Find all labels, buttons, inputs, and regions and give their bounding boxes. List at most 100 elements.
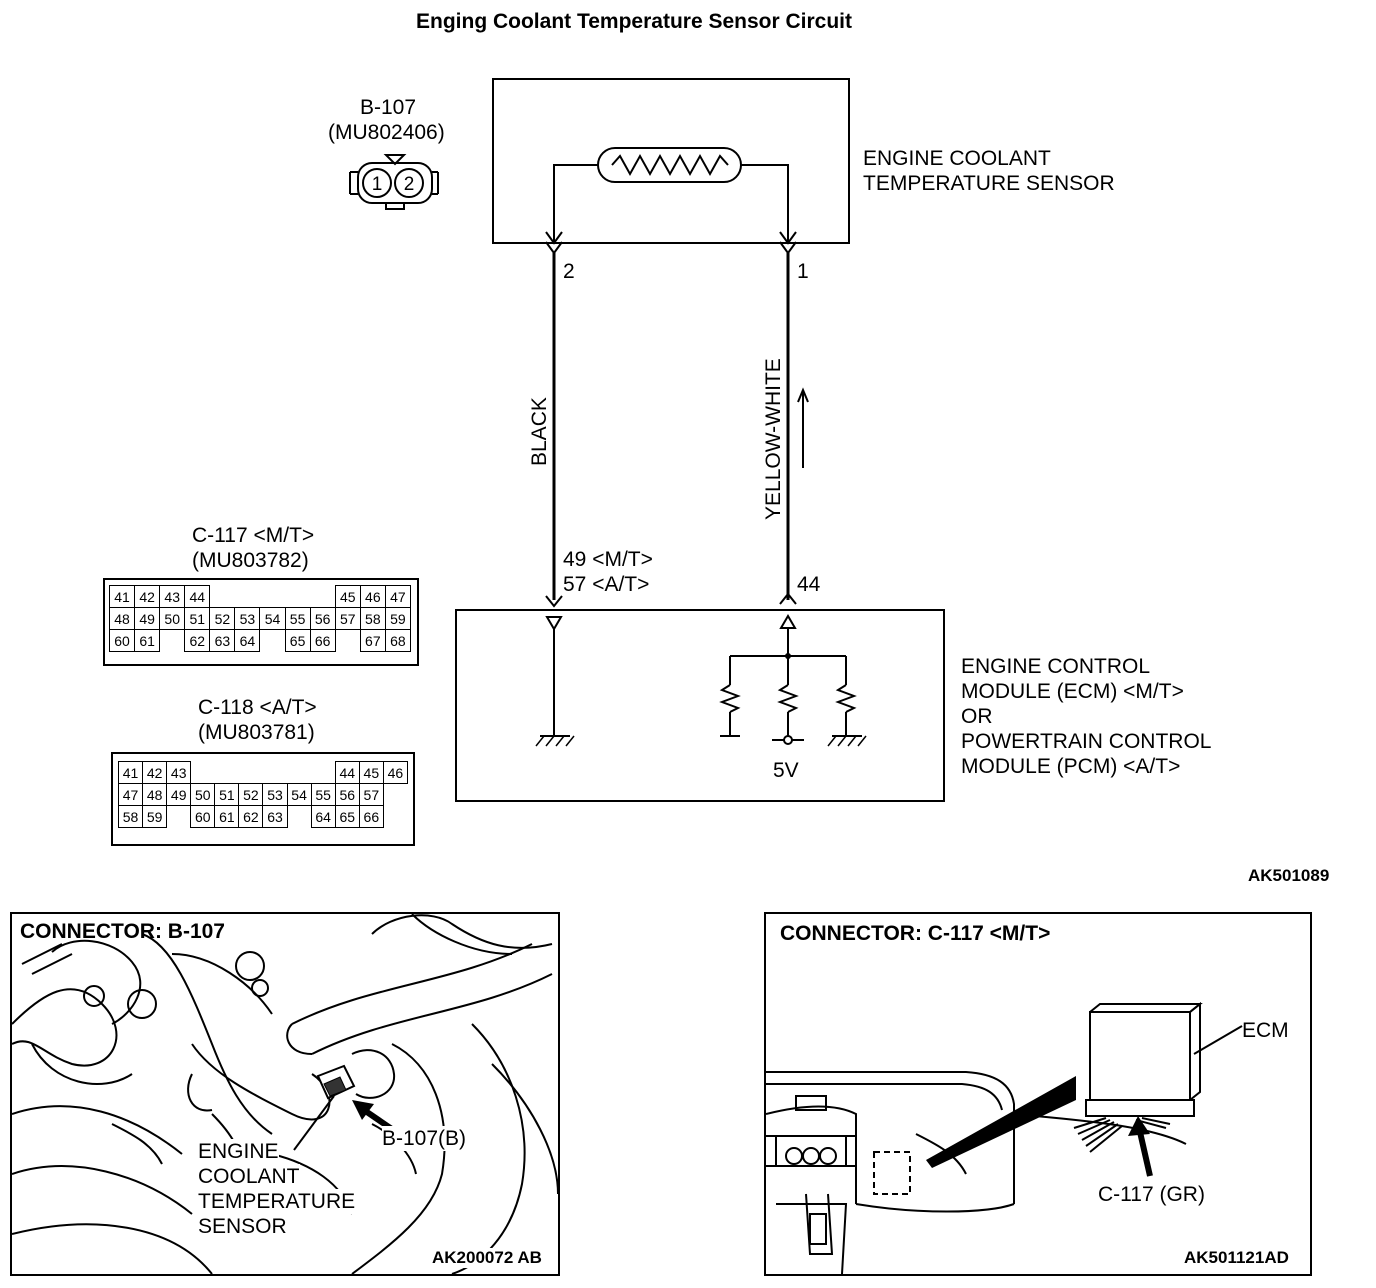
pin-cell: 65 — [284, 629, 311, 652]
pin-cell: 52 — [209, 607, 236, 630]
pin-cell: 45 — [358, 761, 384, 784]
panel-c117-code: AK501121AD — [1184, 1248, 1289, 1267]
sensor-photo-label-line3: TEMPERATURE — [198, 1189, 356, 1214]
c118-part-number: (MU803781) — [198, 721, 315, 744]
pin-cell: 64 — [234, 629, 261, 652]
module-label-line2: MODULE (ECM) <M/T> — [961, 680, 1184, 703]
resistor — [835, 684, 857, 713]
pin-cell: 62 — [184, 629, 211, 652]
pin-cell: 59 — [142, 805, 168, 828]
pin-cell: 65 — [334, 805, 360, 828]
terminal-57-at: 57 <A/T> — [563, 573, 650, 596]
c117-part-number: (MU803782) — [192, 549, 309, 572]
pin-cell: 41 — [108, 585, 136, 608]
pin-cell: 63 — [209, 629, 236, 652]
pin-cell: 62 — [238, 805, 264, 828]
pin-cell-empty — [335, 630, 360, 652]
connector-c117-location-panel: CONNECTOR: C-117 <M/T> ECM C-117 (GR) AK… — [764, 912, 1312, 1276]
pin-cell: 55 — [284, 607, 311, 630]
pin-cell: 44 — [334, 761, 360, 784]
pin-cell: 66 — [358, 805, 384, 828]
pin-number-2: 2 — [563, 260, 575, 283]
pin-cell: 55 — [310, 783, 336, 806]
sensor-photo-label-line1: ENGINE — [198, 1139, 279, 1164]
pin-cell: 45 — [334, 585, 361, 608]
ecm-box — [455, 609, 945, 802]
pin-cell: 53 — [262, 783, 288, 806]
pin-cell: 54 — [286, 783, 312, 806]
pin-cell: 68 — [384, 629, 412, 652]
c117-connector-id: C-117 <M/T> — [192, 524, 315, 547]
pin-cell: 44 — [184, 585, 211, 608]
pin-cell: 47 — [384, 585, 412, 608]
engine-bay-illustration — [12, 914, 558, 1274]
module-label-line4: POWERTRAIN CONTROL — [961, 730, 1212, 753]
pin-cell-empty — [263, 762, 287, 784]
pin1-arrow — [779, 231, 797, 245]
pin-number-1: 1 — [797, 260, 809, 283]
pin-cell: 60 — [108, 629, 136, 652]
sensor-label-line2: TEMPERATURE SENSOR — [863, 172, 1115, 195]
pin-cell: 59 — [384, 607, 412, 630]
module-label-line5: MODULE (PCM) <A/T> — [961, 755, 1181, 778]
pin-cell: 49 — [134, 607, 161, 630]
pin-cell: 61 — [214, 805, 240, 828]
ecm-location-marker — [873, 1151, 911, 1195]
pin-cell: 46 — [382, 761, 409, 784]
pin-cell: 63 — [262, 805, 288, 828]
pin-cell: 43 — [166, 761, 192, 784]
module-label-line3: OR — [961, 705, 993, 728]
sensor-photo-label-line2: COOLANT — [198, 1164, 300, 1189]
sensor-label-line1: ENGINE COOLANT — [863, 147, 1051, 170]
pin-cell: 60 — [190, 805, 216, 828]
pin-cell-empty — [191, 762, 215, 784]
pin-cell: 51 — [214, 783, 240, 806]
supply-5v-label: 5V — [773, 759, 799, 782]
pin2-arrow — [545, 231, 563, 245]
pin-cell: 53 — [234, 607, 261, 630]
sensor-photo-label-line4: SENSOR — [198, 1214, 287, 1239]
b107-part-number: (MU802406) — [328, 121, 445, 144]
resistor — [719, 684, 741, 713]
b107-connector-id: B-107 — [360, 96, 417, 119]
panel-b107-code: AK200072 AB — [432, 1248, 542, 1268]
pin-label: 2 — [404, 174, 415, 195]
circuit-schematic: 1 2 BLACK YELLOW-WHITE — [349, 78, 945, 802]
pin-cell-empty — [160, 630, 185, 652]
module-label-line1: ENGINE CONTROL — [961, 655, 1151, 678]
page-title: Enging Coolant Temperature Sensor Circui… — [416, 10, 852, 33]
pin-cell: 61 — [134, 629, 161, 652]
sensor-box — [492, 78, 850, 244]
pin-cell: 58 — [359, 607, 386, 630]
pin-cell: 51 — [184, 607, 211, 630]
pin-cell: 48 — [142, 783, 168, 806]
pin-cell-empty — [260, 586, 285, 608]
pin-cell-empty — [235, 586, 260, 608]
pin-cell: 50 — [190, 783, 216, 806]
pin-cell: 52 — [238, 783, 264, 806]
b107-connector-face: 1 2 — [349, 154, 439, 210]
pin-cell: 50 — [159, 607, 186, 630]
pin-cell: 43 — [159, 585, 186, 608]
terminal-44: 44 — [797, 573, 821, 596]
pin-cell-empty — [239, 762, 263, 784]
pin-cell: 41 — [117, 761, 144, 784]
pin-cell-empty — [311, 762, 335, 784]
wire-color-yellow-white: YELLOW-WHITE — [762, 358, 785, 520]
pin-label: 1 — [372, 174, 383, 195]
pin-cell: 67 — [359, 629, 386, 652]
pin-cell: 47 — [117, 783, 144, 806]
ecm-label: ECM — [1242, 1019, 1289, 1042]
pin-cell: 46 — [359, 585, 386, 608]
c117-callout: C-117 (GR) — [1098, 1183, 1205, 1206]
panel-c117-title: CONNECTOR: C-117 <M/T> — [780, 922, 1051, 945]
